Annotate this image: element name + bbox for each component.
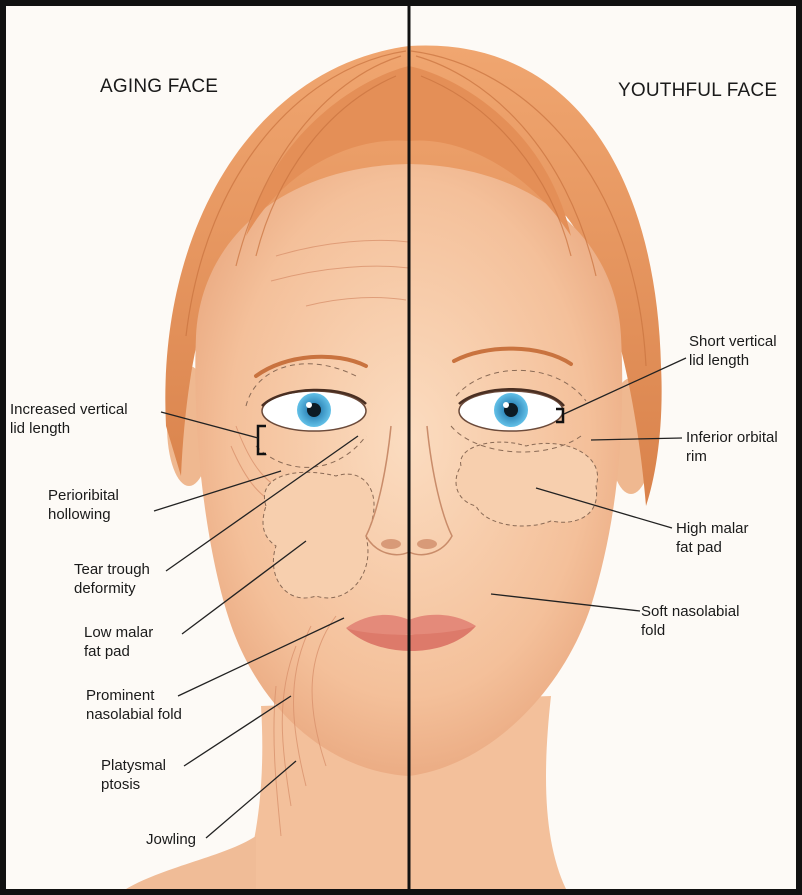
- label-prominent-nasolabial-fold: Prominent nasolabial fold: [86, 686, 182, 724]
- label-platysmal-ptosis: Platysmal ptosis: [101, 756, 166, 794]
- header-aging-face: AGING FACE: [100, 76, 218, 98]
- eye-right: [459, 389, 564, 431]
- label-short-vertical-lid-length: Short vertical lid length: [689, 332, 777, 370]
- label-high-malar-fat-pad: High malar fat pad: [676, 519, 749, 557]
- header-youthful-face: YOUTHFUL FACE: [618, 80, 777, 102]
- eye-left: [262, 390, 366, 431]
- label-increased-vertical-lid-length: Increased vertical lid length: [10, 400, 128, 438]
- label-jowling: Jowling: [146, 830, 196, 849]
- label-tear-trough-deformity: Tear trough deformity: [74, 560, 150, 598]
- label-inferior-orbital-rim: Inferior orbital rim: [686, 428, 778, 466]
- label-soft-nasolabial-fold: Soft nasolabial fold: [641, 602, 739, 640]
- label-periorbital-hollowing: Perioribital hollowing: [48, 486, 119, 524]
- label-low-malar-fat-pad: Low malar fat pad: [84, 623, 153, 661]
